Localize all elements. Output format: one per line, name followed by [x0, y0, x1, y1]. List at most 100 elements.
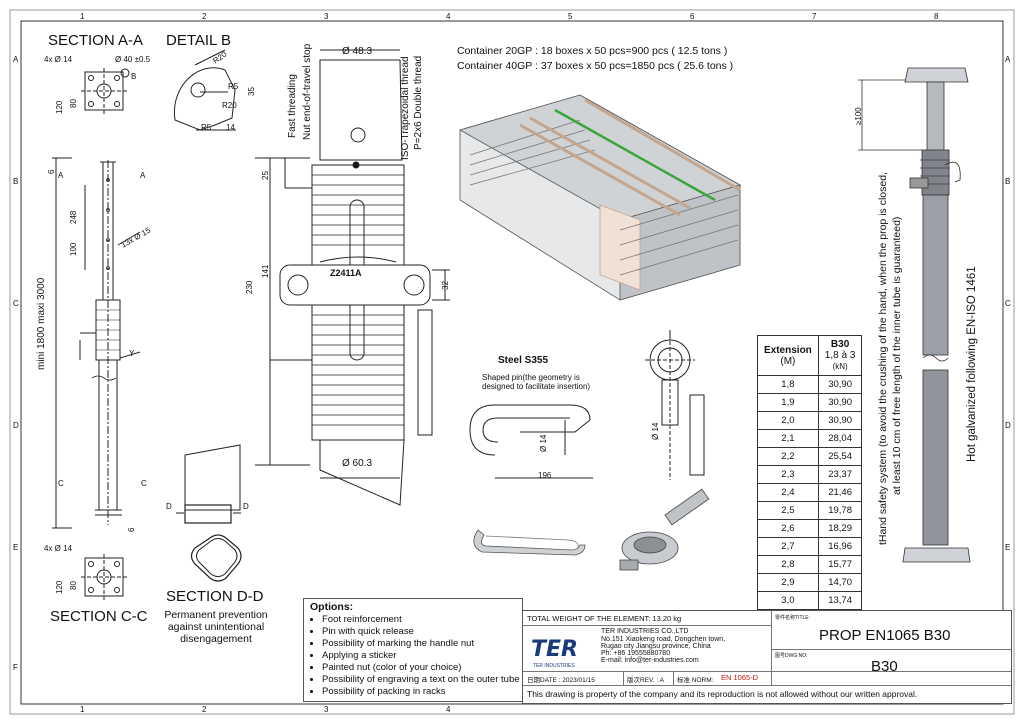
col-mark-2: 2 [202, 12, 207, 21]
list-item: Foot reinforcement [322, 614, 522, 626]
list-item: Pin with quick release [322, 626, 522, 638]
pin-note-1: Shaped pin(the geometry is [482, 373, 580, 382]
permanent-line-1: Permanent prevention [164, 609, 268, 621]
property-notice: This drawing is property of the company … [527, 689, 918, 699]
section-aa-title: SECTION A-A [48, 32, 144, 49]
section-cc-title: SECTION C-C [50, 608, 148, 625]
label-c-left: C [58, 479, 64, 488]
row-mark-a: A [13, 55, 19, 64]
dim-r5-a: R5 [228, 82, 239, 91]
norm-label: 标准 NORM: [677, 677, 714, 684]
label-d-left: D [166, 502, 172, 511]
dim-d14-pin: Ø 14 [539, 434, 548, 452]
list-item: Possibility of packing in racks [322, 686, 522, 698]
col-mark-1: 1 [80, 12, 85, 21]
hand-safety-line-2: at least 10 cm of free length of the inn… [891, 216, 903, 495]
dim-r20-b: R20 [222, 101, 237, 110]
company-address-2: Rugao city Jiangsu province, China [601, 643, 711, 650]
label-d-right: D [243, 502, 249, 511]
options-title: Options: [310, 601, 354, 613]
detail-b-title: DETAIL B [166, 32, 232, 49]
dim-32: 32 [441, 281, 450, 290]
dim-6-bottom: 6 [127, 527, 136, 532]
outer-frame [9, 9, 1015, 715]
thread-detail [255, 49, 450, 506]
col-mark-2-bottom: 2 [202, 705, 207, 714]
title-label: 零件名称TITLE: [775, 615, 811, 621]
container-20gp: Container 20GP : 18 boxes x 50 pcs=900 p… [457, 45, 728, 57]
dim-d14-ring: Ø 14 [651, 422, 660, 440]
col-mark-1-bottom: 1 [80, 705, 85, 714]
ter-logo: TER [531, 637, 578, 662]
list-item: Painted nut (color of your choice) [322, 662, 522, 674]
dim-d40: Ø 40 ±0.5 [115, 55, 151, 64]
pin-note-2: designed to facilitate insertion) [482, 382, 591, 391]
row-mark-a-right: A [1005, 55, 1011, 64]
detail-b-drawing [173, 49, 236, 131]
col-mark-4-bottom: 4 [446, 705, 451, 714]
total-weight: TOTAL WEIGHT OF THE ELEMENT: 13.20 kg [527, 614, 682, 623]
permanent-line-3: disengagement [180, 633, 252, 645]
packed-props-bundle [458, 94, 742, 301]
section-cc-flange [81, 554, 127, 600]
drawing-title: PROP EN1065 B30 [819, 627, 951, 644]
company-name: TER INDUSTRIES CO.,LTD [601, 628, 689, 635]
dim-r5-b: R5 [201, 123, 212, 132]
prop-elevation-right [858, 67, 971, 563]
section-dd-title: SECTION D-D [166, 588, 264, 605]
drawing-date: 日期DATE : 2023/01/15 [527, 677, 595, 684]
col-mark-7: 7 [812, 12, 817, 21]
dim-100: 100 [69, 242, 78, 256]
container-40gp: Container 40GP : 37 boxes x 50 pcs=1850 … [457, 60, 734, 72]
options-box: Options: Foot reinforcement Pin with qui… [303, 598, 523, 702]
list-item: Possibility of marking the handle nut [322, 638, 522, 650]
dim-6-top: 6 [47, 169, 56, 174]
dim-80-top: 80 [69, 99, 78, 108]
company-email: E-mail: info@ter-industries.com [601, 657, 699, 664]
label-y: Y [129, 349, 135, 358]
dim-14-b: 14 [226, 123, 235, 132]
row-mark-d: D [13, 421, 19, 430]
nut-marking: Z2411A [330, 268, 362, 278]
norm-value: EN 1065-D [721, 673, 759, 682]
dim-4x-d14: 4x Ø 14 [44, 55, 73, 64]
dwg-no-label: 图号DWG NO: [775, 653, 808, 659]
row-mark-d-right: D [1005, 421, 1011, 430]
pin-3d [473, 529, 586, 556]
ter-logo-sub: TER INDUSTRIES [533, 663, 575, 669]
col-mark-8: 8 [934, 12, 939, 21]
ring-nut-drawing [645, 330, 705, 480]
dim-120-bottom: 120 [55, 580, 64, 594]
row-mark-c-right: C [1005, 299, 1011, 308]
dim-4x-d14-bottom: 4x Ø 14 [44, 544, 73, 553]
label-double-thread: P=2x6 Double thread [413, 55, 424, 150]
steel-label: Steel S355 [498, 355, 549, 366]
drawing-number: B30 [871, 658, 898, 675]
ring-nut-3d [619, 488, 710, 571]
options-list: Foot reinforcement Pin with quick releas… [304, 614, 522, 698]
row-mark-e: E [13, 543, 19, 552]
title-block: TOTAL WEIGHT OF THE ELEMENT: 13.20 kg TE… [522, 610, 1012, 704]
dim-35: 35 [247, 87, 256, 96]
row-mark-b: B [13, 177, 19, 186]
permanent-line-2: against unintentional [167, 621, 265, 633]
list-item: Applying a sticker [322, 650, 522, 662]
col-mark-4: 4 [446, 12, 451, 21]
prop-elevation-left [52, 157, 141, 529]
dim-80-bottom: 80 [69, 581, 78, 590]
col-mark-6: 6 [690, 12, 695, 21]
section-dd-drawing [176, 444, 242, 582]
inner-frame [20, 20, 1004, 705]
